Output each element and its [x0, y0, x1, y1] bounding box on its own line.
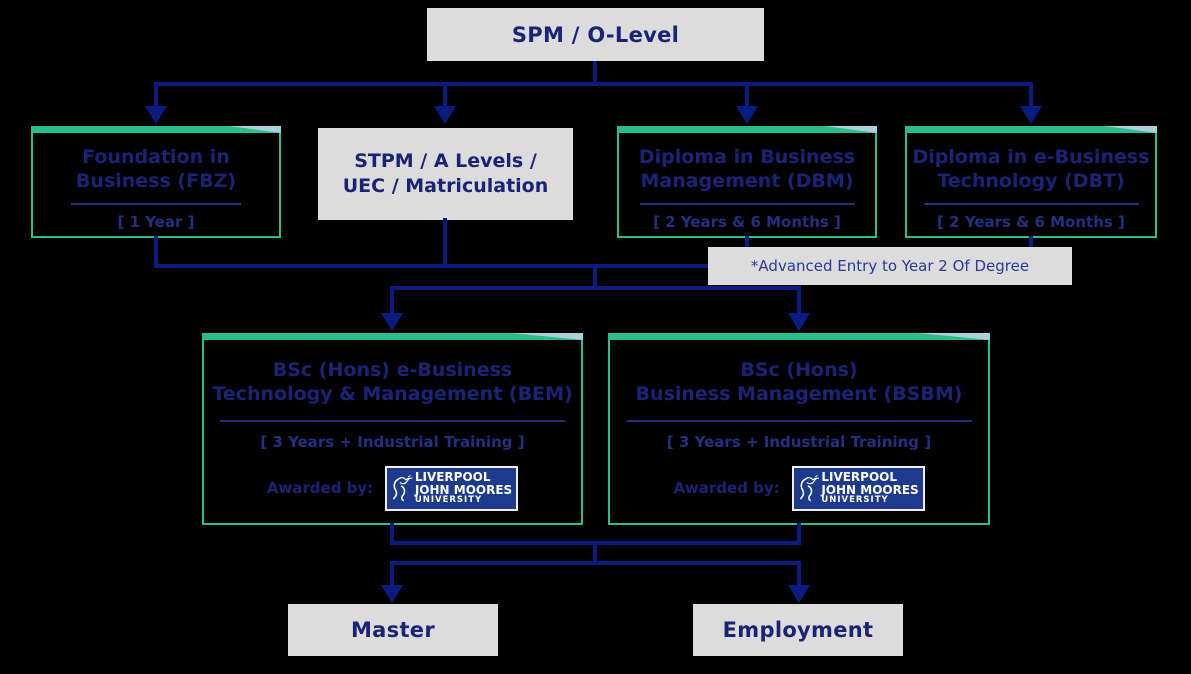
awarded-by-row: Awarded by: LIVERPOOL JOHN MOORES UNIVER… — [610, 465, 988, 511]
node-diploma-dbm: Diploma in Business Management (DBM) [ 2… — [617, 126, 877, 238]
node-spm-o-level: SPM / O-Level — [427, 8, 764, 61]
node-dbt-duration: [ 2 Years & 6 Months ] — [937, 212, 1125, 231]
wedge-accent — [918, 333, 990, 340]
node-dbt-title: Diploma in e-Business Technology (DBT) — [912, 146, 1150, 193]
green-top-bar — [617, 126, 877, 133]
liver-bird-icon — [799, 475, 820, 502]
node-dbm-duration: [ 2 Years & 6 Months ] — [653, 212, 841, 231]
connector-bem-down — [390, 523, 394, 545]
wedge-accent — [511, 333, 583, 340]
title-separator — [71, 202, 241, 205]
node-degree-bsbm: BSc (Hons) Business Management (BSBM) [ … — [608, 333, 990, 525]
title-separator — [923, 202, 1139, 205]
connector-to-employment — [797, 561, 801, 587]
connector-to-dbt — [1029, 82, 1033, 108]
arrow-into-dbt — [1020, 106, 1042, 124]
node-bsbm-title: BSc (Hons) Business Management (BSBM) — [635, 359, 963, 406]
node-dbm-title: Diploma in Business Management (DBM) — [638, 146, 856, 193]
connector-to-master — [390, 561, 394, 587]
connector-dbm-down — [745, 236, 749, 249]
arrow-into-dbm — [736, 106, 758, 124]
node-foundation-title: Foundation in Business (FBZ) — [75, 146, 237, 193]
awarded-by-row: Awarded by: LIVERPOOL JOHN MOORES UNIVER… — [204, 465, 581, 511]
connector-to-bsbm — [797, 286, 801, 314]
node-foundation-fbz: Foundation in Business (FBZ) [ 1 Year ] — [31, 126, 281, 238]
title-separator — [220, 419, 565, 422]
node-bsbm-duration: [ 3 Years + Industrial Training ] — [666, 432, 932, 451]
node-diploma-dbt: Diploma in e-Business Technology (DBT) [… — [905, 126, 1157, 238]
connector-rail-top — [154, 82, 1033, 86]
node-foundation-duration: [ 1 Year ] — [117, 212, 195, 231]
connector-bottom-drop — [593, 541, 597, 565]
wedge-accent — [1105, 126, 1157, 133]
connector-to-foundation — [154, 82, 158, 108]
wedge-accent — [825, 126, 877, 133]
connector-to-dbm — [745, 82, 749, 108]
connector-rail-mid-upper — [154, 264, 708, 268]
green-top-bar — [905, 126, 1157, 133]
connector-bsbm-down — [797, 523, 801, 545]
title-separator — [639, 202, 855, 205]
node-master-label: Master — [350, 618, 435, 642]
awarded-by-label: Awarded by: — [673, 479, 780, 498]
arrow-into-bem — [381, 313, 403, 331]
green-top-bar — [608, 333, 990, 340]
node-master: Master — [288, 604, 498, 656]
node-degree-bem: BSc (Hons) e-Business Technology & Manag… — [202, 333, 583, 525]
node-bem-title: BSc (Hons) e-Business Technology & Manag… — [212, 359, 573, 406]
node-employment: Employment — [693, 604, 903, 656]
node-spm-label: SPM / O-Level — [511, 22, 680, 47]
arrow-into-foundation — [145, 106, 167, 124]
arrow-into-bsbm — [788, 313, 810, 331]
wedge-accent — [229, 126, 281, 133]
node-employment-label: Employment — [722, 618, 874, 642]
ljmu-logo: LIVERPOOL JOHN MOORES UNIVERSITY — [791, 465, 925, 511]
ljmu-logo-text: LIVERPOOL JOHN MOORES UNIVERSITY — [821, 469, 919, 506]
arrow-into-master — [381, 585, 403, 603]
connector-rail-bottom-lower — [390, 561, 801, 565]
connector-spm-drop — [593, 61, 597, 86]
connector-mid-drop — [593, 264, 597, 290]
liver-bird-icon — [393, 475, 413, 502]
ljmu-logo: LIVERPOOL JOHN MOORES UNIVERSITY — [385, 465, 519, 511]
connector-to-stpm — [443, 82, 447, 108]
arrow-into-stpm — [434, 106, 456, 124]
green-top-bar — [202, 333, 583, 340]
node-stpm-label: STPM / A Levels / UEC / Matriculation — [342, 150, 549, 197]
title-separator — [626, 419, 972, 422]
node-bem-duration: [ 3 Years + Industrial Training ] — [260, 432, 525, 451]
ljmu-logo-text: LIVERPOOL JOHN MOORES UNIVERSITY — [414, 469, 513, 506]
node-stpm-alevels: STPM / A Levels / UEC / Matriculation — [318, 128, 573, 220]
arrow-into-employment — [788, 585, 810, 603]
connector-foundation-down — [154, 236, 158, 268]
green-top-bar — [31, 126, 281, 133]
connector-stpm-down — [443, 218, 447, 268]
connector-to-bem — [390, 286, 394, 314]
awarded-by-label: Awarded by: — [266, 479, 374, 498]
connector-rail-mid-lower — [390, 286, 801, 290]
advanced-entry-note: *Advanced Entry to Year 2 Of Degree — [708, 247, 1072, 285]
advanced-entry-label: *Advanced Entry to Year 2 Of Degree — [750, 257, 1030, 275]
connector-dbt-down — [1029, 236, 1033, 249]
